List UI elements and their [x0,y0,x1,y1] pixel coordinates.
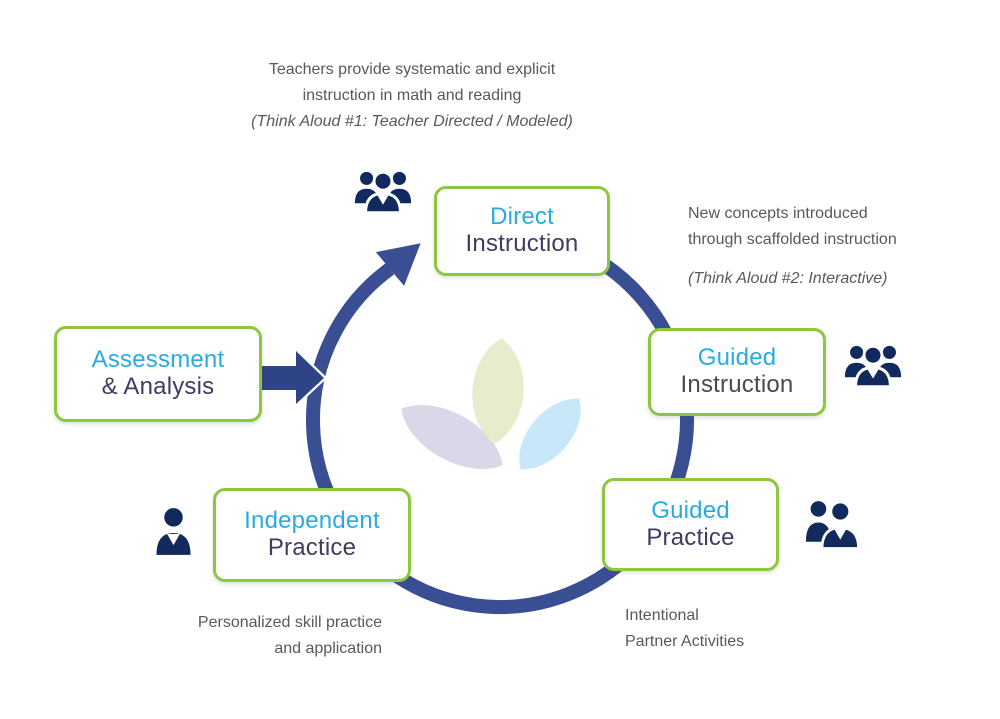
bottom-left-note-line2: and application [274,640,382,657]
entry-arrow [257,348,327,407]
top-note-line2: instruction in math and reading [302,87,522,104]
bottom-right-note-line2: Partner Activities [625,633,745,650]
bottom-right-note-line1: Intentional [625,607,699,624]
right-note-think-aloud: (Think Aloud #2: Interactive) [688,270,888,287]
leaf-petal-green [472,338,524,444]
right-note: New concepts introduced through scaffold… [688,201,978,292]
stage-box-guided-practice: Guided Practice [602,478,779,571]
stage-label-line2: Practice [267,534,357,561]
group-of-three-people-icon [354,170,412,215]
stage-label-line2: Instruction [465,230,579,257]
right-note-line1: New concepts introduced [688,205,868,222]
top-note-think-aloud: (Think Aloud #1: Teacher Directed / Mode… [251,113,573,130]
bottom-left-note: Personalized skill practice and applicat… [120,610,382,662]
stage-label-line1: Direct [490,203,554,231]
group-of-three-people-icon [844,344,902,389]
stage-label-line1: Assessment [91,346,225,374]
leaf-petal-lavender [401,405,503,469]
stage-box-assessment-analysis: Assessment & Analysis [54,326,262,422]
cycle-ring-arc [306,226,694,614]
pair-of-people-icon [805,500,860,549]
bottom-left-note-line1: Personalized skill practice [197,614,382,631]
stage-box-direct-instruction: Direct Instruction [434,186,610,276]
stage-label-line2: & Analysis [101,373,215,400]
stage-box-guided-instruction: Guided Instruction [648,328,826,416]
cycle-arrowhead [375,243,421,286]
stage-label-line2: Practice [646,523,735,551]
stage-label-line1: Independent [244,507,380,535]
leaf-petal-blue [519,398,581,470]
top-note: Teachers provide systematic and explicit… [162,57,662,135]
top-note-line1: Teachers provide systematic and explicit [268,61,556,78]
stage-label-line2: Instruction [680,371,794,398]
right-note-line2: through scaffolded instruction [688,231,897,248]
single-person-icon [156,508,191,555]
stage-label-line1: Guided [697,344,777,372]
stage-box-independent-practice: Independent Practice [213,488,411,582]
bottom-right-note: Intentional Partner Activities [625,603,865,655]
stage-label-line1: Guided [651,496,730,524]
leaf-logo [401,338,581,470]
